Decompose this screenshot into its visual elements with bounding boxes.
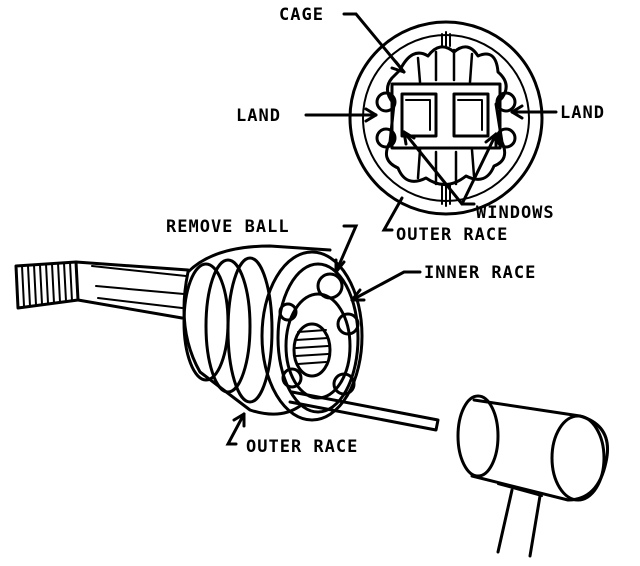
windows-leader-right xyxy=(460,132,498,206)
outer-race-top-notch xyxy=(441,31,451,47)
splined-shaft xyxy=(74,260,190,320)
top-detail-leaders xyxy=(304,12,558,232)
outer-race-bottom-leader xyxy=(225,412,246,446)
side-ball-upper-right xyxy=(495,91,517,113)
mallet-head-shade xyxy=(497,483,543,497)
mallet-head xyxy=(470,398,609,502)
land-left-label: LAND xyxy=(236,106,281,126)
cage-label: CAGE xyxy=(279,5,324,25)
outer-race-bottom-arrowhead xyxy=(232,412,246,428)
window-left-shade xyxy=(405,99,431,131)
remove-ball-arrowhead xyxy=(334,258,346,274)
outer-race-top-leader xyxy=(381,196,404,232)
mallet-face xyxy=(456,394,500,478)
windows-arrowhead-left xyxy=(402,130,416,146)
cage-leader xyxy=(342,12,406,74)
ball-left xyxy=(278,302,298,322)
outer-race-inner-ring xyxy=(362,34,530,202)
outer-race-outer-ring xyxy=(348,20,544,216)
remove-ball-leader xyxy=(334,224,359,274)
ball-top xyxy=(316,272,344,300)
shaft-splines xyxy=(91,265,187,309)
inner-race-arrowhead xyxy=(350,288,366,302)
side-ball-lower-left xyxy=(375,127,397,149)
outer-race-body-lower xyxy=(182,270,302,416)
outer-race-groove-2 xyxy=(204,258,252,394)
land-right-arrowhead xyxy=(510,104,524,120)
ball-lower-right xyxy=(332,372,356,396)
remove-ball-label: REMOVE BALL xyxy=(166,217,290,237)
inner-race-splines xyxy=(295,329,329,365)
ball-lower-left xyxy=(281,367,303,389)
window-right-shade xyxy=(457,99,483,131)
stub-threads xyxy=(21,261,73,307)
cage-upper-grooves xyxy=(416,48,474,84)
windows-leader-left xyxy=(402,130,476,206)
cage-window-left xyxy=(400,92,438,138)
mallet xyxy=(456,394,609,558)
outer-race-bottom-label: OUTER RACE xyxy=(246,437,358,457)
outer-race-face-inner xyxy=(276,262,360,414)
ball-right xyxy=(336,312,360,336)
side-ball-upper-left xyxy=(375,91,397,113)
inner-race-label: INNER RACE xyxy=(424,263,536,283)
outer-race-face-outer xyxy=(260,250,364,422)
land-right-label: LAND xyxy=(560,103,605,123)
inner-race-hub xyxy=(292,322,332,378)
bottom-leaders xyxy=(225,224,422,446)
mallet-end xyxy=(550,414,606,502)
outer-race-detail-view xyxy=(348,20,544,216)
cage-body xyxy=(390,82,502,150)
cage-lower-grooves xyxy=(416,148,476,186)
mallet-handle xyxy=(496,488,542,558)
windows-label: WINDOWS xyxy=(476,203,555,223)
outer-race-groove-3 xyxy=(226,256,274,404)
cage-arrowhead xyxy=(390,60,406,74)
cage-window-right xyxy=(452,92,490,138)
cv-joint-assembly xyxy=(14,244,440,432)
drift-rod xyxy=(288,390,440,432)
land-left-arrowhead xyxy=(364,107,378,123)
inner-race-leader xyxy=(350,270,422,302)
outer-race-top-label: OUTER RACE xyxy=(396,225,508,245)
windows-arrowhead-right xyxy=(484,132,498,148)
outer-race-body-upper xyxy=(186,244,332,274)
labels: CAGE LAND LAND WINDOWS OUTER RACE REMOVE… xyxy=(166,5,605,457)
